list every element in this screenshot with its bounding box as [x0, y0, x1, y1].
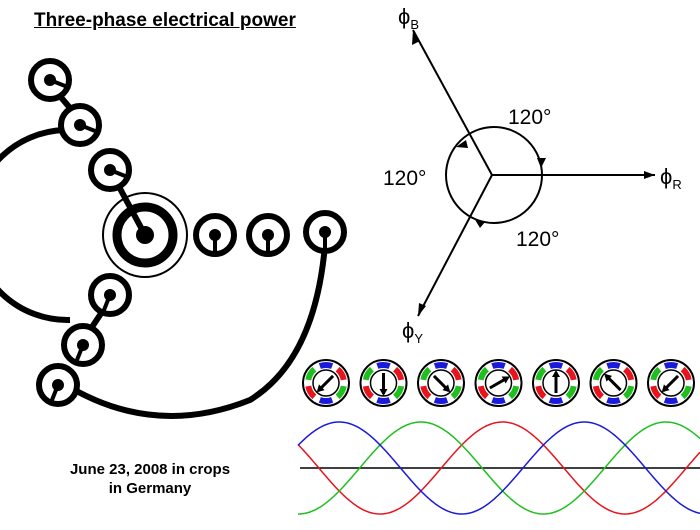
crop-center-dot	[136, 226, 154, 244]
phasor-b-line	[412, 29, 493, 176]
crop-arm-outer-1	[0, 127, 71, 324]
crop-node	[193, 213, 237, 257]
wave-phase-blue	[297, 421, 700, 515]
crop-node	[246, 213, 290, 257]
motor-row	[302, 359, 695, 407]
wave-phase-green	[297, 421, 700, 515]
crop-node	[88, 148, 132, 192]
phasor-angle-arrow-1	[537, 158, 546, 168]
crop-node	[88, 273, 132, 317]
crop-arm-outer-2	[56, 244, 328, 419]
motor-icon	[417, 359, 465, 407]
crop-nodes	[28, 58, 347, 407]
motor-icon	[474, 359, 523, 407]
caption-line-2: in Germany	[108, 480, 192, 497]
phasor-angle-arrow-2	[474, 218, 485, 228]
phasor-y-line	[417, 174, 493, 317]
motor-icon	[359, 359, 408, 407]
angle-label-bottom: 120°	[516, 228, 559, 251]
caption: June 23, 2008 in crops in Germany	[40, 460, 260, 498]
motor-icon	[647, 359, 695, 407]
angle-label-left: 120°	[383, 167, 426, 190]
phasor-diagram: 120° 120° 120° ϕB ϕR ϕY	[383, 4, 682, 346]
crop-center-ring-outer	[102, 192, 188, 278]
crop-node	[58, 103, 102, 147]
phasor-r-arrowhead	[644, 171, 655, 179]
phi-b-label: ϕB	[398, 4, 419, 32]
crop-node	[61, 323, 105, 367]
page-title: Three-phase electrical power	[34, 10, 296, 31]
three-phase-waves	[297, 421, 700, 515]
motor-icon	[302, 359, 350, 407]
phasor-angle-arrow-3	[456, 140, 468, 148]
crop-center-ring	[112, 202, 178, 268]
crop-node	[303, 210, 347, 254]
motor-icon	[532, 359, 580, 407]
phi-y-label: ϕY	[402, 318, 423, 346]
phasor-y-arrowhead	[418, 303, 426, 316]
crop-node	[36, 363, 80, 407]
wave-phase-red	[297, 421, 700, 515]
phasor-angle-circle	[445, 126, 543, 224]
motor-icon	[589, 359, 638, 407]
phi-r-label: ϕR	[660, 164, 682, 192]
crop-circle-pattern	[0, 58, 347, 419]
angle-label-top: 120°	[508, 106, 551, 129]
caption-line-1: June 23, 2008 in crops	[69, 461, 231, 478]
phasor-b-arrowhead	[412, 30, 420, 45]
crop-node	[28, 58, 72, 102]
